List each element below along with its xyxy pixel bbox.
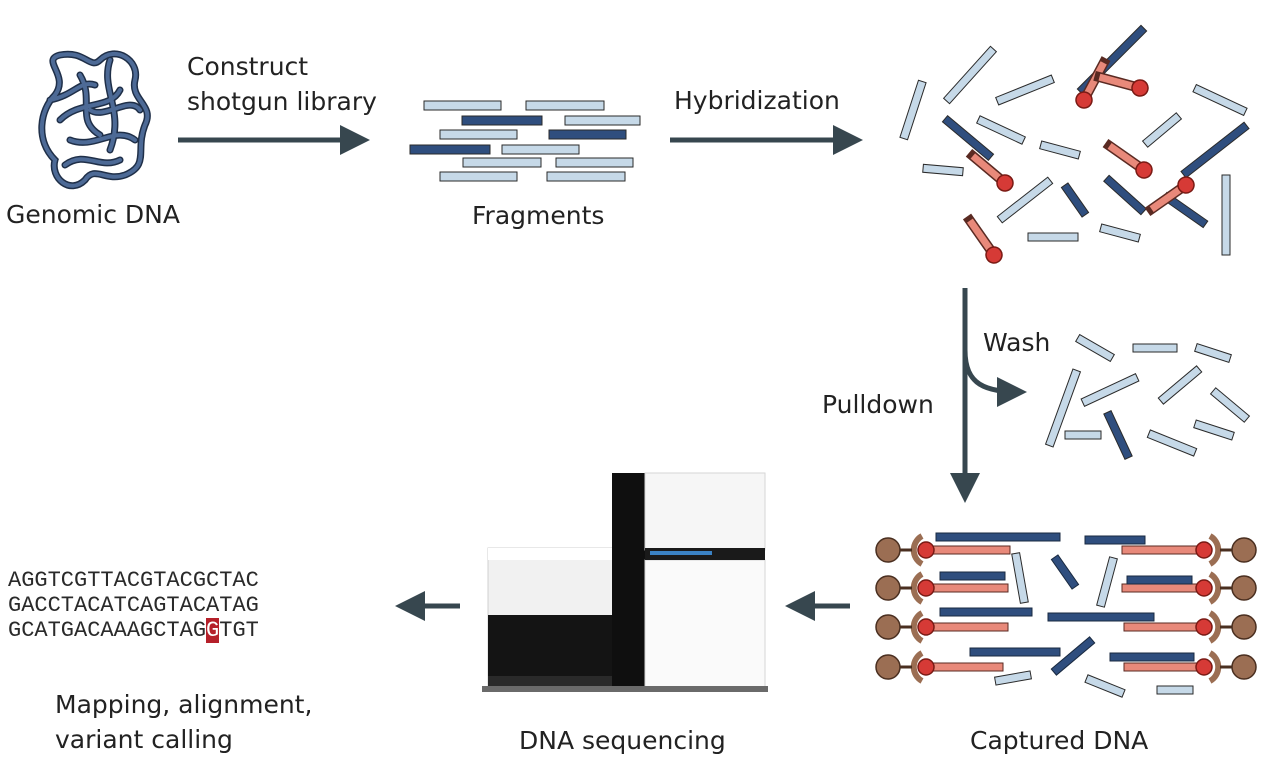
- washed-fragments: [1044, 333, 1251, 461]
- sequencer-icon: [482, 472, 768, 692]
- label-genomic-dna: Genomic DNA: [6, 200, 180, 229]
- arrow-wash: [962, 349, 1027, 407]
- fragments-icon: [409, 100, 641, 182]
- label-fragments: Fragments: [472, 201, 605, 230]
- bead-pairs-left: [875, 533, 924, 684]
- sequence-read-3-suffix: TGT: [219, 618, 259, 643]
- label-captured-dna: Captured DNA: [970, 726, 1149, 755]
- label-pulldown: Pulldown: [822, 390, 934, 419]
- hybridization-mixture: [899, 24, 1250, 256]
- label-wash: Wash: [983, 328, 1051, 357]
- label-dna-sequencing: DNA sequencing: [519, 726, 726, 755]
- captured-targets: [935, 532, 1195, 676]
- variant-base: G: [206, 618, 220, 643]
- label-hybridization: Hybridization: [674, 86, 840, 115]
- sequence-read-3: GCATGACAAAGCTAGGTGT: [8, 618, 259, 644]
- captured-dna-icon: [875, 532, 1257, 698]
- label-construct-2: shotgun library: [187, 87, 377, 116]
- sequence-read-1: AGGTCGTTACGTACGCTAC: [8, 568, 259, 593]
- sequence-read-2: GACCTACATCAGTACATAG: [8, 593, 259, 618]
- captured-light-fragments: [993, 552, 1194, 698]
- sequence-read-3-prefix: GCATGACAAAGCTAG: [8, 618, 207, 643]
- captured-bait-beads: [917, 541, 1213, 676]
- bead-pairs-right: [1208, 533, 1257, 684]
- label-construct-1: Construct: [187, 52, 309, 81]
- label-mapping-2: variant calling: [55, 725, 233, 754]
- label-mapping-1: Mapping, alignment,: [55, 690, 313, 719]
- genomic-dna-icon-fill: [39, 52, 150, 188]
